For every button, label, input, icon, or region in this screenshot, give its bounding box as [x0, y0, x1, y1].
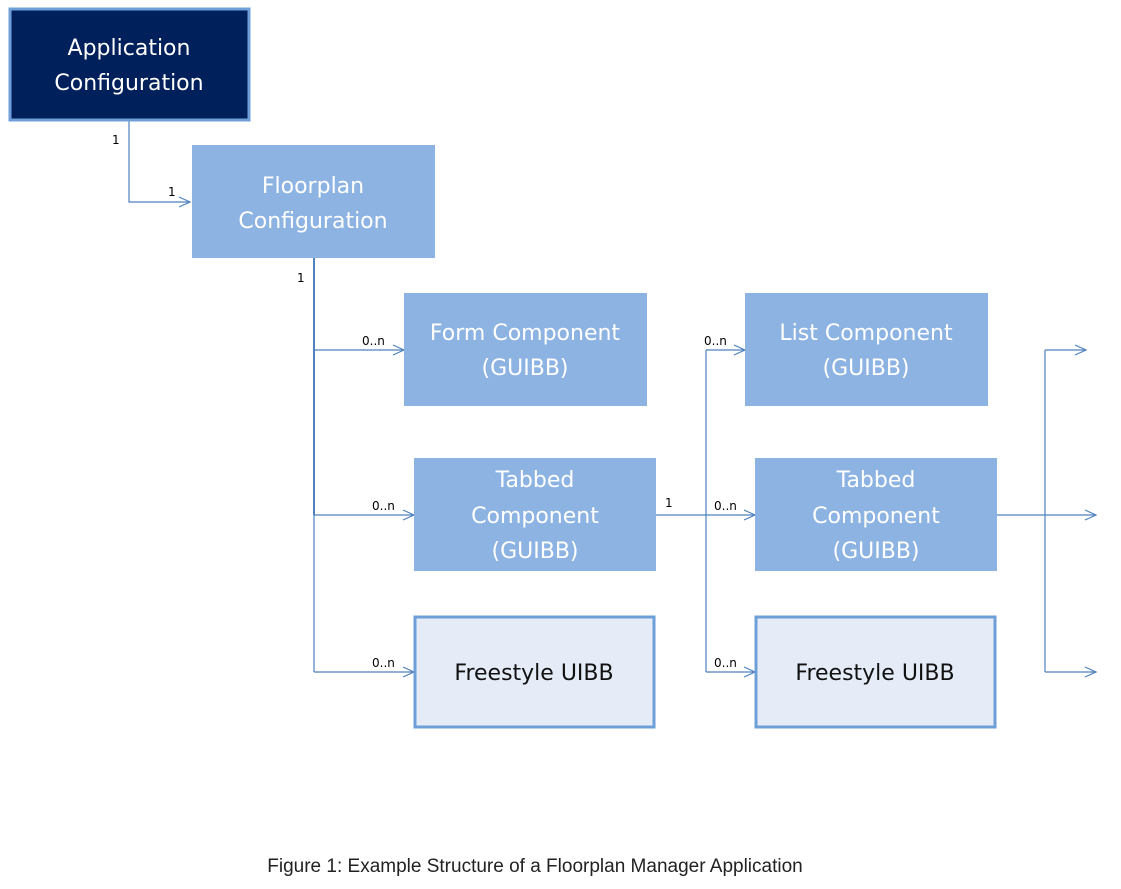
list-component-rect — [745, 293, 988, 406]
tabbed-component-left-label-2: Component — [471, 504, 599, 529]
application-configuration-label-2: Configuration — [54, 71, 203, 96]
freestyle-uibb-right-label: Freestyle UIBB — [795, 661, 954, 686]
mult-to-tabbed-right: 0..n — [714, 499, 737, 513]
connector-app-to-floorplan — [128, 120, 192, 208]
floorplan-configuration-rect — [192, 145, 435, 258]
freestyle-uibb-left-label: Freestyle UIBB — [454, 661, 613, 686]
application-configuration-label-1: Application — [68, 36, 191, 61]
tabbed-component-left-box: Tabbed Component (GUIBB) — [414, 458, 656, 571]
floorplan-configuration-label-1: Floorplan — [262, 174, 364, 199]
form-component-label-1: Form Component — [430, 321, 621, 346]
mult-app-src: 1 — [112, 133, 120, 147]
tabbed-component-right-label-1: Tabbed — [836, 468, 916, 493]
list-component-box: List Component (GUIBB) — [745, 293, 988, 406]
figure-caption: Figure 1: Example Structure of a Floorpl… — [267, 856, 803, 877]
tabbed-component-right-box: Tabbed Component (GUIBB) — [755, 458, 997, 571]
tabbed-component-left-label-1: Tabbed — [495, 468, 575, 493]
mult-tabbed-src: 1 — [665, 496, 673, 510]
tabbed-component-right-label-2: Component — [812, 504, 940, 529]
form-component-label-2: (GUIBB) — [482, 356, 569, 381]
tabbed-component-right-rect — [755, 458, 997, 571]
mult-to-tabbed-left: 0..n — [372, 499, 395, 513]
freestyle-uibb-right-box: Freestyle UIBB — [754, 615, 997, 729]
floorplan-configuration-label-2: Configuration — [238, 209, 387, 234]
mult-to-freestyle-left: 0..n — [372, 656, 395, 670]
tabbed-component-right-label-3: (GUIBB) — [833, 539, 920, 564]
mult-to-list: 0..n — [704, 334, 727, 348]
list-component-label-1: List Component — [779, 321, 953, 346]
freestyle-uibb-left-rect — [413, 615, 656, 729]
mult-floorplan-src: 1 — [297, 271, 305, 285]
freestyle-uibb-right-rect — [754, 615, 997, 729]
mult-to-freestyle-right: 0..n — [714, 656, 737, 670]
mult-app-dst: 1 — [168, 185, 176, 199]
form-component-rect — [404, 293, 647, 406]
tabbed-component-left-label-3: (GUIBB) — [492, 539, 579, 564]
application-configuration-box: Application Configuration — [8, 7, 251, 122]
mult-to-form: 0..n — [362, 334, 385, 348]
application-configuration-rect — [8, 7, 251, 122]
form-component-box: Form Component (GUIBB) — [404, 293, 647, 406]
floorplan-configuration-box: Floorplan Configuration — [192, 145, 435, 258]
freestyle-uibb-left-box: Freestyle UIBB — [413, 615, 656, 729]
list-component-label-2: (GUIBB) — [823, 356, 910, 381]
tabbed-component-left-rect — [414, 458, 656, 571]
